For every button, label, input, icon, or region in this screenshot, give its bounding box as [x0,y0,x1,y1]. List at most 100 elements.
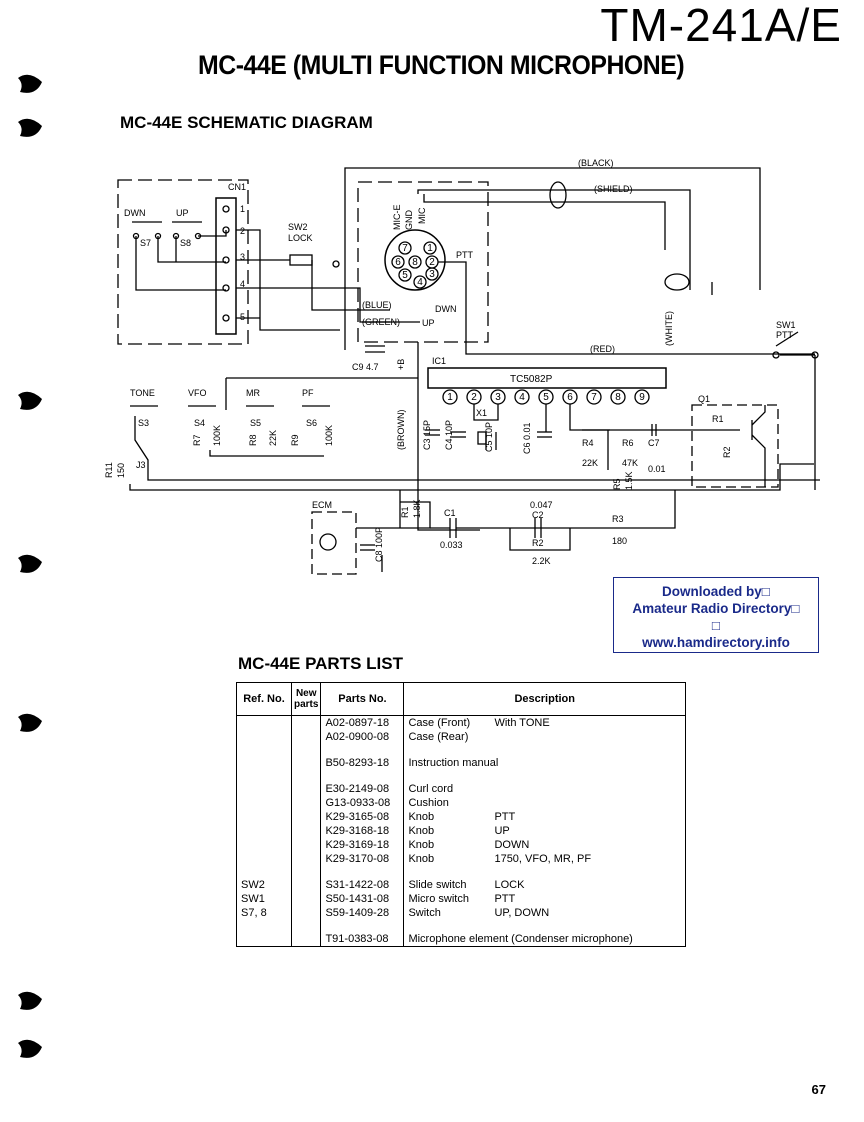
label-c1: C1 [444,508,456,518]
svg-text:7: 7 [402,243,408,254]
label-s5: S5 [250,418,261,428]
description-text: Case (Rear) [408,731,469,743]
part-no-cell: K29-3169-18 [320,838,405,852]
label-cn1: CN1 [228,182,246,192]
ref-cell [236,715,292,730]
cn-pin-2: 2 [240,226,245,236]
label-c3: C3 15P [422,420,432,450]
new-cell [290,796,322,810]
ref-cell [236,932,292,947]
new-cell [290,878,322,892]
label-red: (RED) [590,344,615,354]
label-mic: MIC [417,207,427,224]
label-up: UP [176,208,189,218]
description-text: Knob [408,811,435,823]
label-tone: TONE [130,388,155,398]
part-no-cell: K29-3165-08 [320,810,405,824]
label-s6: S6 [306,418,317,428]
label-r8: R8 [248,434,258,446]
binder-hole-icon [18,74,42,93]
part-no-cell: G13-0933-08 [320,796,405,810]
binder-hole-icon [18,554,42,573]
svg-text:3: 3 [495,392,501,403]
label-q1-r2: R2 [722,446,732,458]
table-spacer-row [236,744,686,756]
label-dwn: DWN [124,208,146,218]
part-no-cell: B50-8293-18 [320,756,405,770]
description-text: Curl cord [408,783,454,795]
label-green: (GREEN) [362,317,400,327]
label-vfo: VFO [188,388,207,398]
svg-text:8: 8 [615,392,621,403]
label-c7: C7 [648,438,660,448]
description-text: Instruction manual [408,757,499,769]
binder-hole-icon [18,991,42,1010]
label-c6: C6 0.01 [522,422,532,454]
ref-cell [236,838,292,852]
schematic-diagram: 7 1 6 8 2 5 4 3 1 2 3 4 5 6 7 8 9 [104,158,820,575]
label-brown: (BROWN) [396,410,406,451]
ref-cell [236,824,292,838]
label-r3-value: 180 [612,536,627,546]
label-r5-value: 1.5K [624,471,634,490]
label-black: (BLACK) [578,158,614,168]
cn-pin-5: 5 [240,312,245,322]
page-title: MC-44E (MULTI FUNCTION MICROPHONE) [198,50,685,80]
description-text: Knob [408,839,435,851]
description-note: DOWN [494,839,530,851]
table-spacer-row [236,920,686,932]
label-r4-value: 22K [582,458,598,468]
label-r6-value: 47K [622,458,638,468]
description-note: PTT [494,893,516,905]
label-r11-value: 150 [116,463,126,478]
col-description: Description [403,682,686,716]
new-cell [290,810,322,824]
new-cell [290,906,322,920]
label-sw1: SW1 [776,320,796,330]
ref-cell: SW2 [236,878,292,892]
label-x1: X1 [476,408,487,418]
label-j3: J3 [136,460,146,470]
svg-text:4: 4 [519,392,525,403]
label-blue: (BLUE) [362,300,392,310]
binder-hole-icon [18,391,42,410]
description-note: PTT [494,811,516,823]
model-number: TM-241A/E [600,0,842,51]
label-shield: (SHIELD) [594,184,633,194]
parts-table: Ref. No. New parts Parts No. Description… [236,682,686,947]
svg-text:5: 5 [402,270,408,281]
table-spacer-row [236,866,686,878]
description-cell: Cushion [403,796,686,810]
label-mic-e: MIC-E [392,205,402,231]
schematic-heading: MC-44E SCHEMATIC DIAGRAM [120,113,373,132]
label-c1-value: 0.033 [440,540,463,550]
description-cell: Case (Rear) [403,730,686,744]
part-no-cell: K29-3168-18 [320,824,405,838]
ref-cell [236,756,292,770]
svg-text:8: 8 [412,257,418,268]
new-cell [290,838,322,852]
svg-text:6: 6 [567,392,573,403]
description-cell: Case (Front)With TONE [403,715,686,730]
new-cell [290,715,322,730]
label-gnd: GND [404,210,414,231]
svg-text:4: 4 [417,277,423,288]
label-r2-value: 2.2K [532,556,551,566]
label-ecm: ECM [312,500,332,510]
description-text: Case (Front) [408,717,471,729]
part-no-cell: E30-2149-08 [320,782,405,796]
label-white: (WHITE) [664,311,674,346]
label-r4: R4 [582,438,594,448]
download-link[interactable]: www.hamdirectory.info [642,635,790,650]
label-c2: C2 [532,510,544,520]
part-no-cell: S31-1422-08 [320,878,405,892]
